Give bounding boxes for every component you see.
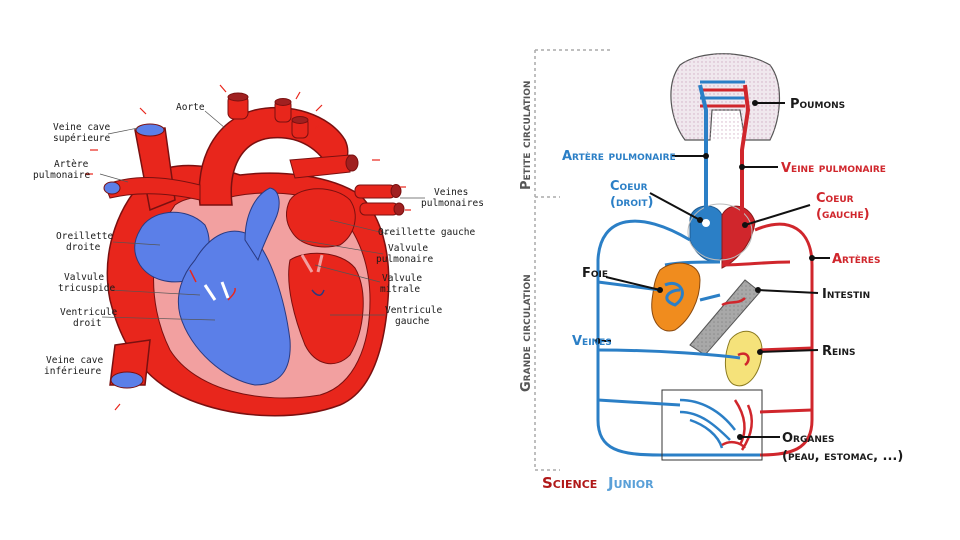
label-coeur-gauche-line2: (gauche) (816, 207, 870, 222)
label-organes-line1: Organes (782, 431, 835, 446)
left-atrium (286, 188, 356, 248)
leader-lines (99, 110, 425, 321)
label-valvule-mitr-line2: mitrale (380, 284, 420, 295)
heart-diagram (103, 92, 405, 417)
organ-capillaries (679, 398, 754, 451)
label-artere-pulm-line2: pulmonaire (33, 170, 90, 181)
label-coeur-gauche-line1: Coeur (816, 191, 854, 206)
systemic-vein-loop (596, 219, 760, 457)
label-aorte: Aorte (176, 102, 205, 113)
logo-junior: Junior (607, 474, 654, 492)
logo-science: Science (542, 474, 597, 492)
label-poumons: Poumons (790, 97, 845, 112)
label-ventricule-gauche-line1: Ventricule (385, 305, 442, 316)
label-veine-cave-inf-line1: Veine cave (46, 355, 103, 366)
label-arteres: Artères (832, 252, 880, 267)
label-ventricule-gauche-line2: gauche (395, 316, 430, 327)
label-artere-pulmonaire: Artère pulmonaire (562, 149, 676, 164)
pulmonary-artery-left (104, 177, 201, 201)
label-oreillette-gauche: Oreillette gauche (378, 227, 476, 238)
label-organes-line2: (peau, estomac, ...) (782, 449, 903, 464)
aorta (198, 106, 349, 206)
pulmonary-artery-vessel (698, 84, 708, 218)
label-reins: Reins (822, 344, 856, 359)
heart-left-side (721, 205, 756, 269)
label-veine-pulmonaire: Veine pulmonaire (781, 161, 886, 176)
label-veines-pulm-line1: Veines (434, 187, 468, 198)
heart-labels: Aorte Veine cave supérieure Artère pulmo… (33, 102, 484, 377)
label-veines-pulm-line2: pulmonaires (421, 198, 484, 209)
label-coeur-droit-line2: (droit) (610, 195, 653, 210)
label-valvule-tric-line1: Valvule (64, 272, 104, 283)
heart-outline (687, 203, 753, 261)
label-artere-pulm-line1: Artère (54, 159, 89, 170)
circulation-diagram: Petite circulation Grande circulation (519, 49, 903, 492)
label-intestin: Intestin (822, 287, 870, 302)
label-ventricule-droit-line2: droit (73, 318, 102, 329)
pulmonary-artery-right (289, 154, 351, 179)
label-grande-circulation: Grande circulation (519, 274, 534, 392)
label-veine-cave-sup-line2: supérieure (53, 133, 110, 144)
label-petite-circulation: Petite circulation (519, 81, 534, 190)
organs-box (661, 389, 763, 461)
label-coeur-droit-line1: Coeur (610, 179, 648, 194)
label-valvule-mitr-line1: Valvule (382, 273, 422, 284)
kidney-shape (724, 330, 763, 387)
label-ventricule-droit-line1: Ventricule (60, 307, 117, 318)
pulmonary-vein-vessel (740, 84, 751, 222)
label-veine-cave-sup-line1: Veine cave (53, 122, 110, 133)
label-oreillette-droite-line2: droite (66, 242, 101, 253)
mitral-valve (300, 254, 324, 273)
pulmonary-trunk (244, 187, 280, 262)
label-valvule-tric-line2: tricuspide (58, 283, 115, 294)
label-valvule-pulm-line1: Valvule (388, 243, 428, 254)
pointer-lines (598, 102, 830, 438)
systemic-artery-loop (754, 222, 814, 457)
pulmonary-vein-1 (354, 184, 396, 199)
label-veine-cave-inf-line2: inférieure (44, 366, 101, 377)
label-valvule-pulm-line2: pulmonaire (376, 254, 433, 265)
liver-shape (651, 262, 701, 332)
tricuspid-valve (203, 281, 230, 301)
sciencejunior-logo: Science Junior (542, 474, 654, 492)
label-foie: Foie (582, 266, 608, 281)
flow-arrows (85, 84, 411, 411)
left-ventricle (288, 252, 364, 365)
lung-capillaries (700, 80, 745, 108)
label-veines: Veines (572, 334, 612, 349)
label-oreillette-droite-line1: Oreillette (56, 231, 113, 242)
pulmonary-vein-2 (359, 202, 399, 216)
